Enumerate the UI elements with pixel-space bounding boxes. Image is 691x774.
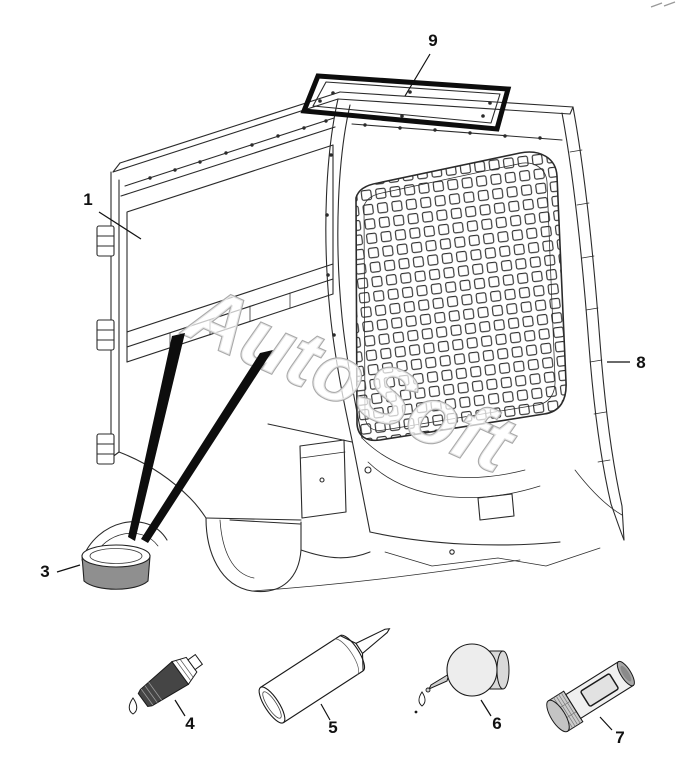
part-sealant-tube	[128, 653, 204, 715]
callout-8: 8	[607, 353, 646, 372]
roof-edge	[112, 98, 339, 173]
callout-3: 3	[40, 562, 81, 581]
front-fascia	[351, 123, 563, 141]
hatch-screws	[318, 90, 492, 118]
front-pillar	[325, 98, 353, 441]
callout-7-leader	[599, 716, 613, 731]
applicator-nozzle	[427, 672, 450, 691]
cartridge-base	[258, 686, 286, 724]
coupler-end-ring	[546, 699, 570, 733]
callout-4-leader	[174, 699, 186, 717]
tube-cap	[187, 653, 204, 671]
roof-hatch	[300, 73, 512, 132]
sealant-drip	[128, 697, 138, 715]
callout-3-leader	[56, 564, 81, 573]
skid-foot	[205, 517, 302, 593]
callout-6-leader	[480, 699, 492, 717]
part-coupler	[546, 660, 635, 733]
leader-wedges	[128, 333, 273, 543]
vent-panel	[299, 439, 347, 519]
callout-3-label: 3	[40, 562, 49, 581]
corner-mark	[650, 1, 676, 8]
callout-5-leader	[320, 703, 331, 721]
callout-1-leader	[98, 211, 142, 240]
part-applicator	[414, 643, 510, 714]
mesh-inner-frame	[363, 162, 556, 431]
hinge-top	[96, 225, 115, 257]
callout-1-label: 1	[83, 190, 92, 209]
callout-6-label: 6	[492, 714, 501, 733]
callout-9-label: 9	[428, 31, 437, 50]
callout-1: 1	[83, 190, 142, 240]
roof-seam-screws	[148, 119, 542, 337]
right-trim-strip	[561, 106, 625, 541]
callout-8-label: 8	[636, 353, 645, 372]
fender-arch	[81, 521, 168, 561]
callout-7-label: 7	[615, 728, 624, 747]
part-cap	[81, 544, 151, 590]
lower-plate	[477, 493, 515, 521]
wedge-left	[128, 333, 185, 541]
hinges	[96, 225, 115, 465]
coupler-window	[580, 673, 619, 707]
hatch-seal	[300, 73, 512, 132]
part-cartridge	[258, 628, 391, 724]
roof-seam	[124, 117, 335, 187]
callout-9: 9	[404, 31, 438, 97]
callout-7: 7	[599, 716, 625, 747]
wedge-right	[141, 350, 273, 543]
callout-5-label: 5	[328, 718, 337, 737]
callout-5: 5	[320, 703, 338, 737]
applicator-drip	[418, 691, 426, 707]
hinge-middle	[96, 319, 115, 351]
mesh-panel	[355, 151, 567, 442]
applicator-body	[446, 643, 498, 697]
callout-4: 4	[174, 699, 195, 733]
mesh-guard	[355, 151, 567, 442]
callout-9-leader	[404, 53, 431, 97]
callout-4-label: 4	[185, 714, 195, 733]
hinge-bottom	[96, 433, 115, 465]
callout-6: 6	[480, 699, 502, 733]
hatch-frame	[312, 81, 501, 124]
callouts: 9 1 8 3 4 5 6 7	[40, 31, 645, 747]
cartridge-nozzle	[355, 628, 391, 655]
